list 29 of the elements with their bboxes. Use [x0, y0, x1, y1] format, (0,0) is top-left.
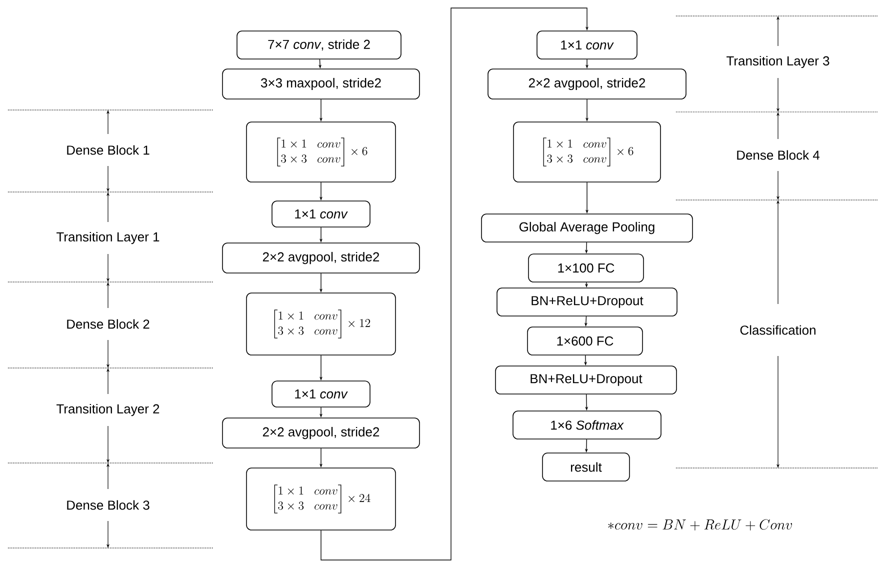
arrow: [320, 8, 589, 560]
layer-box: BN+ReLU+Dropout: [495, 366, 677, 394]
layer-box: 1×1 conv: [272, 200, 370, 228]
section-label: Dense Block 4: [737, 150, 820, 160]
layer-box: $\begin{bmatrix}1\times 1 & conv\\ 3\times 3 & conv\end{bmatrix}\times 24$: [246, 468, 396, 530]
section-label: Dense Block 3: [67, 500, 150, 510]
layer-box: $\begin{bmatrix}1\times 1 & conv\\ 3\times 3 & conv\end{bmatrix}\times 6$: [513, 122, 661, 182]
section-label: Transition Layer 2: [56, 404, 160, 416]
layer-box: 2×2 avgpool, stride2: [488, 68, 686, 100]
layer-box: 1×600 FC: [527, 326, 643, 356]
section-label: Dense Block 1: [67, 145, 150, 155]
section-label: Classification: [740, 325, 816, 335]
section-label: Transition Layer 1: [56, 232, 160, 244]
layer-box: 1×1 conv: [272, 380, 370, 408]
layer-box: BN+ReLU+Dropout: [496, 288, 678, 316]
layer-box: 2×2 avgpool, stride2: [222, 418, 420, 448]
layer-box: 1×6 Softmax: [512, 410, 662, 440]
layer-box: 3×3 maxpool, stride2: [222, 68, 420, 100]
layer-box: 1×100 FC: [528, 254, 644, 282]
layer-box: $\begin{bmatrix}1\times 1 & conv\\ 3\times 3 & conv\end{bmatrix}\times 12$: [246, 292, 396, 356]
footnote-formula: $*conv = BN + ReLU + Conv$: [608, 519, 792, 530]
layer-box: 2×2 avgpool, stride2: [222, 242, 420, 274]
layer-box: 1×1 conv: [536, 30, 638, 60]
layer-box: $\begin{bmatrix}1\times 1 & conv\\ 3\times 3 & conv\end{bmatrix}\times 6$: [246, 122, 396, 182]
layer-box: result: [542, 452, 630, 482]
layer-box: Global Average Pooling: [481, 214, 693, 242]
layer-box: 7×7 conv, stride 2: [236, 30, 402, 60]
section-label: Transition Layer 3: [726, 56, 830, 68]
section-label: Dense Block 2: [67, 319, 150, 329]
